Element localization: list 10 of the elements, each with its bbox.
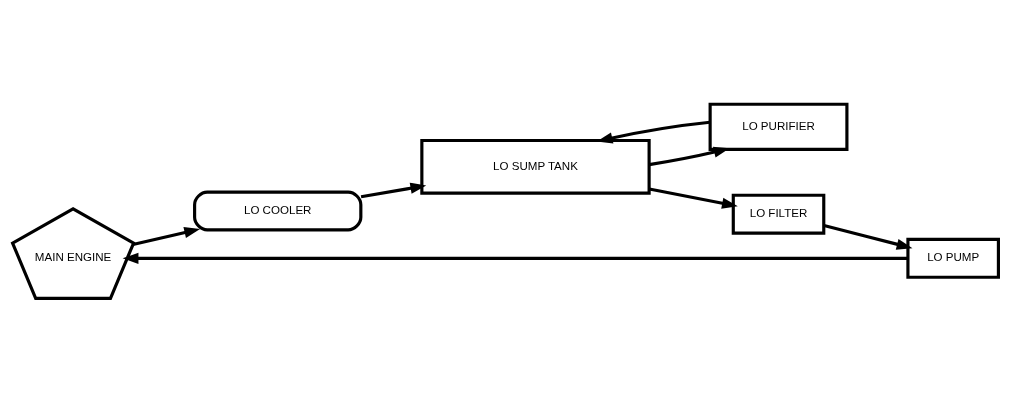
arrow <box>823 224 913 250</box>
arrow <box>122 252 908 264</box>
node-box: LO FILTER <box>731 193 826 235</box>
node-box: LO COOLER <box>193 190 363 232</box>
arrow <box>132 227 201 247</box>
node-box: LO PUMP <box>906 237 1000 279</box>
node-box: LO SUMP TANK <box>420 138 651 195</box>
arrow <box>360 182 427 199</box>
arrow <box>648 187 738 209</box>
node-box: LO PURIFIER <box>708 102 849 152</box>
